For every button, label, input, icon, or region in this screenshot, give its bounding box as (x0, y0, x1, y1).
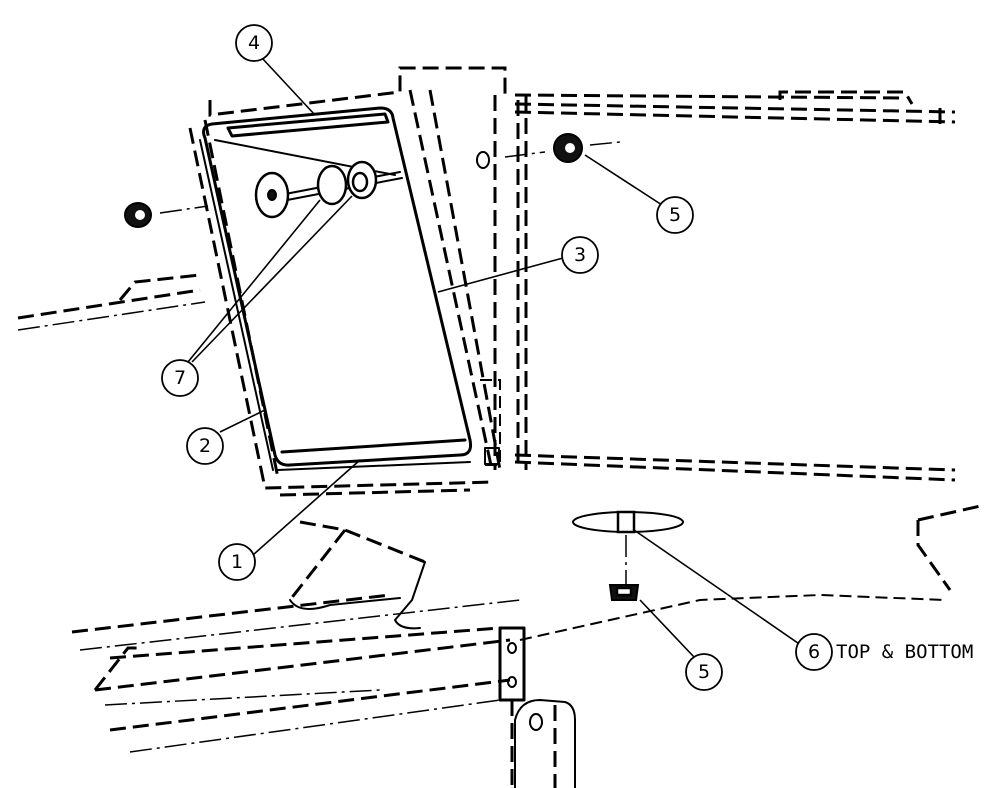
svg-text:2: 2 (199, 435, 211, 457)
frame-assembly (188, 66, 507, 497)
svg-text:6: 6 (808, 641, 820, 663)
svg-text:7: 7 (174, 367, 186, 389)
callout-6: 6 TOP & BOTTOM (795, 633, 973, 671)
hinge-bracket (498, 626, 576, 788)
svg-text:3: 3 (574, 244, 586, 266)
svg-text:4: 4 (248, 32, 260, 54)
upper-right-nut (476, 133, 621, 169)
callout-5-upper: 5 (656, 196, 694, 234)
callout-7: 7 (161, 359, 199, 397)
leader-lines (187, 57, 809, 658)
left-nut (124, 202, 209, 228)
callout-2: 2 (186, 427, 224, 465)
callout-5-lower: 5 (685, 653, 723, 691)
callout-6-note: TOP & BOTTOM (836, 641, 973, 663)
background-structure (17, 90, 986, 753)
svg-text:5: 5 (698, 661, 710, 683)
svg-text:5: 5 (669, 204, 681, 226)
grommet-and-nut (572, 510, 684, 601)
callout-1: 1 (218, 543, 256, 581)
svg-text:1: 1 (231, 551, 243, 573)
callout-4: 4 (235, 24, 273, 62)
callout-balloons: 1 2 3 4 5 5 6 TOP & BOTTOM 7 (161, 24, 973, 691)
rod-and-washer-hardware (254, 160, 403, 219)
callout-3: 3 (561, 236, 599, 274)
